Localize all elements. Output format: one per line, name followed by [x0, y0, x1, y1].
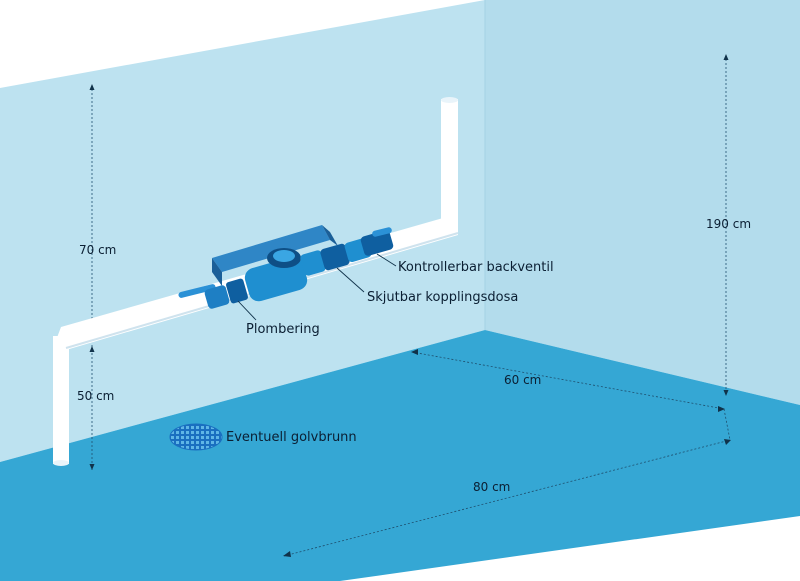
right-wall [485, 0, 800, 405]
dim-label-190: 190 cm [706, 217, 751, 231]
back-wall [0, 0, 485, 462]
left-coupling [204, 285, 230, 309]
dim-label-50: 50 cm [77, 389, 114, 403]
label-plombering: Plombering [246, 322, 320, 337]
mounting-bracket-front [212, 258, 222, 286]
label-backventil: Kontrollerbar backventil [398, 260, 554, 275]
middle-coupling [300, 250, 326, 276]
sliding-coupling [320, 243, 350, 271]
label-kopplingsdosa: Skjutbar kopplingsdosa [367, 290, 518, 305]
meter-body [244, 256, 308, 302]
pipe-down-end [53, 460, 69, 466]
dim-label-70: 70 cm [79, 243, 116, 257]
pipe-down-left [53, 336, 69, 464]
left-nut [226, 278, 248, 304]
mounting-bracket-right [322, 225, 338, 246]
floor-edge-guide [723, 408, 731, 441]
right-handle [372, 227, 392, 237]
pipe-riser-right [441, 99, 458, 231]
left-handle [178, 284, 216, 298]
valve-assembly [178, 225, 394, 309]
dim-label-60: 60 cm [504, 373, 541, 387]
depth-dim-line [411, 351, 725, 410]
floor [0, 330, 800, 581]
label-golvbrunn: Eventuell golvbrunn [226, 430, 357, 445]
check-valve-cap [360, 230, 394, 256]
width-dim-line [283, 439, 731, 557]
mounting-bracket [212, 225, 330, 272]
leader-plombering [237, 300, 257, 321]
pipe-riser-top [441, 97, 458, 103]
dim-label-80: 80 cm [473, 480, 510, 494]
meter-dial-face [273, 250, 295, 262]
floor-drain-icon [169, 423, 223, 451]
leader-backventil [376, 253, 397, 267]
leader-kopplingsdosa [336, 267, 365, 293]
